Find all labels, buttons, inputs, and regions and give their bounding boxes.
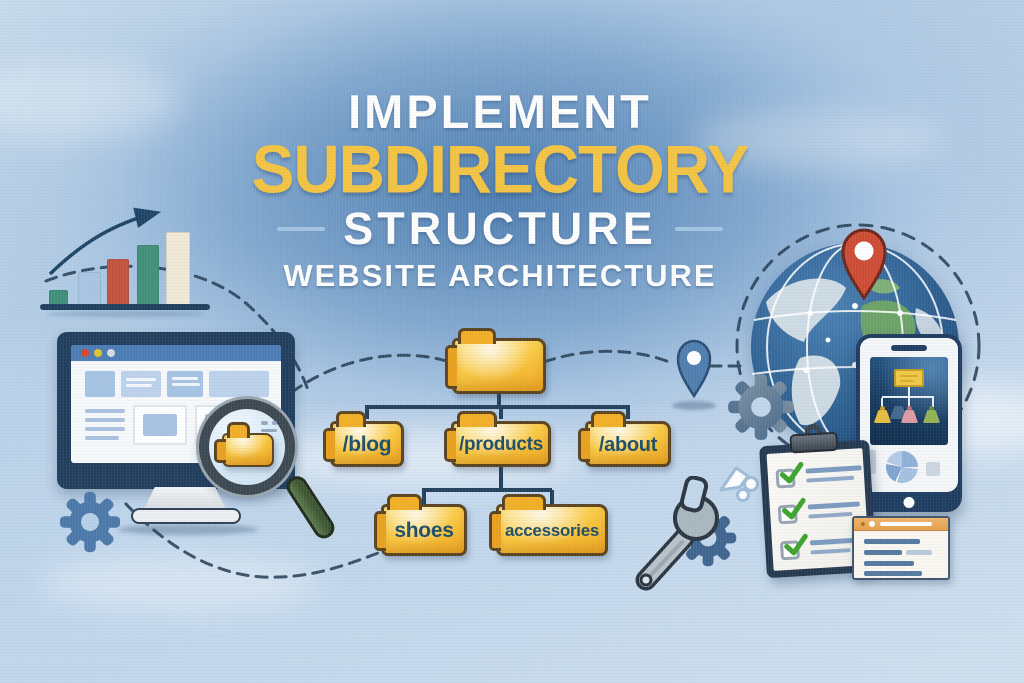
checkmark-icon <box>784 533 808 556</box>
content-block <box>209 371 269 397</box>
sitemap-root-node <box>894 369 924 387</box>
phone-speaker <box>891 345 927 351</box>
hand-pointer-icon <box>719 466 759 502</box>
content-block <box>85 371 115 397</box>
dash-root-folder-to-pin <box>542 349 746 368</box>
card-dot <box>869 521 875 527</box>
tree-connector <box>499 466 503 490</box>
phone-screen-face <box>860 338 958 492</box>
window-dot-yellow-icon <box>94 349 102 357</box>
blue-map-pin-icon <box>676 339 712 399</box>
root-folder-icon <box>445 328 546 394</box>
title-line-implement: IMPLEMENT <box>348 85 652 138</box>
tree-connector <box>365 405 630 409</box>
title-line-structure: STRUCTURE <box>343 202 657 254</box>
window-dot-red-icon <box>81 349 89 357</box>
tree-connector <box>499 407 503 419</box>
document-card-icon <box>852 516 950 580</box>
lens-folder-icon <box>214 422 274 467</box>
checklist-item <box>775 461 862 494</box>
folder-about: /about <box>578 411 671 467</box>
gear-icon <box>728 374 794 440</box>
tree-connector <box>422 490 426 505</box>
pie-chart-widget-icon <box>886 451 918 483</box>
checkmark-icon <box>779 461 804 484</box>
card-header <box>854 518 948 531</box>
folder-blog: /blog <box>323 411 404 467</box>
checklist-item <box>779 533 865 565</box>
title-dash-right <box>674 226 723 231</box>
tree-connector <box>626 407 630 419</box>
title-block: IMPLEMENT SUBDIRECTORY STRUCTURE WEBSITE… <box>150 85 850 294</box>
widget-block <box>926 462 940 476</box>
window-dot-gray-icon <box>107 349 115 357</box>
title-line-website-architecture: WEBSITE ARCHITECTURE <box>283 258 717 294</box>
bar-3 <box>107 259 129 307</box>
card-dot <box>861 522 865 526</box>
title-dash-left <box>277 226 326 231</box>
folder-products: /products <box>444 411 551 467</box>
bar-2 <box>78 272 101 307</box>
monitor-shadow <box>118 524 258 535</box>
sitemap-node-yellow <box>874 410 891 423</box>
browser-toolbar <box>71 345 281 361</box>
chart-baseline <box>40 304 210 310</box>
tree-connector <box>422 488 552 492</box>
pin-shadow <box>672 401 716 410</box>
magnifier-folder-icon <box>199 399 295 495</box>
sitemap-node-green <box>923 410 940 423</box>
dash-monitor-to-root-folder <box>290 353 458 394</box>
monitor-base <box>131 508 241 524</box>
checkmark-icon <box>782 497 806 520</box>
phone-home-button <box>903 497 915 508</box>
title-line-subdirectory: SUBDIRECTORY <box>251 130 750 208</box>
wrench-icon <box>635 476 719 591</box>
smartphone-sitemap-icon <box>856 334 962 512</box>
tree-connector <box>550 490 554 505</box>
folder-accessories: accessories <box>489 494 608 556</box>
phone-sitemap-screen <box>870 357 948 445</box>
clipboard-clip <box>789 431 839 454</box>
folder-shoes: shoes <box>374 494 467 556</box>
checklist-item <box>777 497 860 529</box>
content-card <box>133 405 187 445</box>
gear-icon <box>59 491 121 553</box>
